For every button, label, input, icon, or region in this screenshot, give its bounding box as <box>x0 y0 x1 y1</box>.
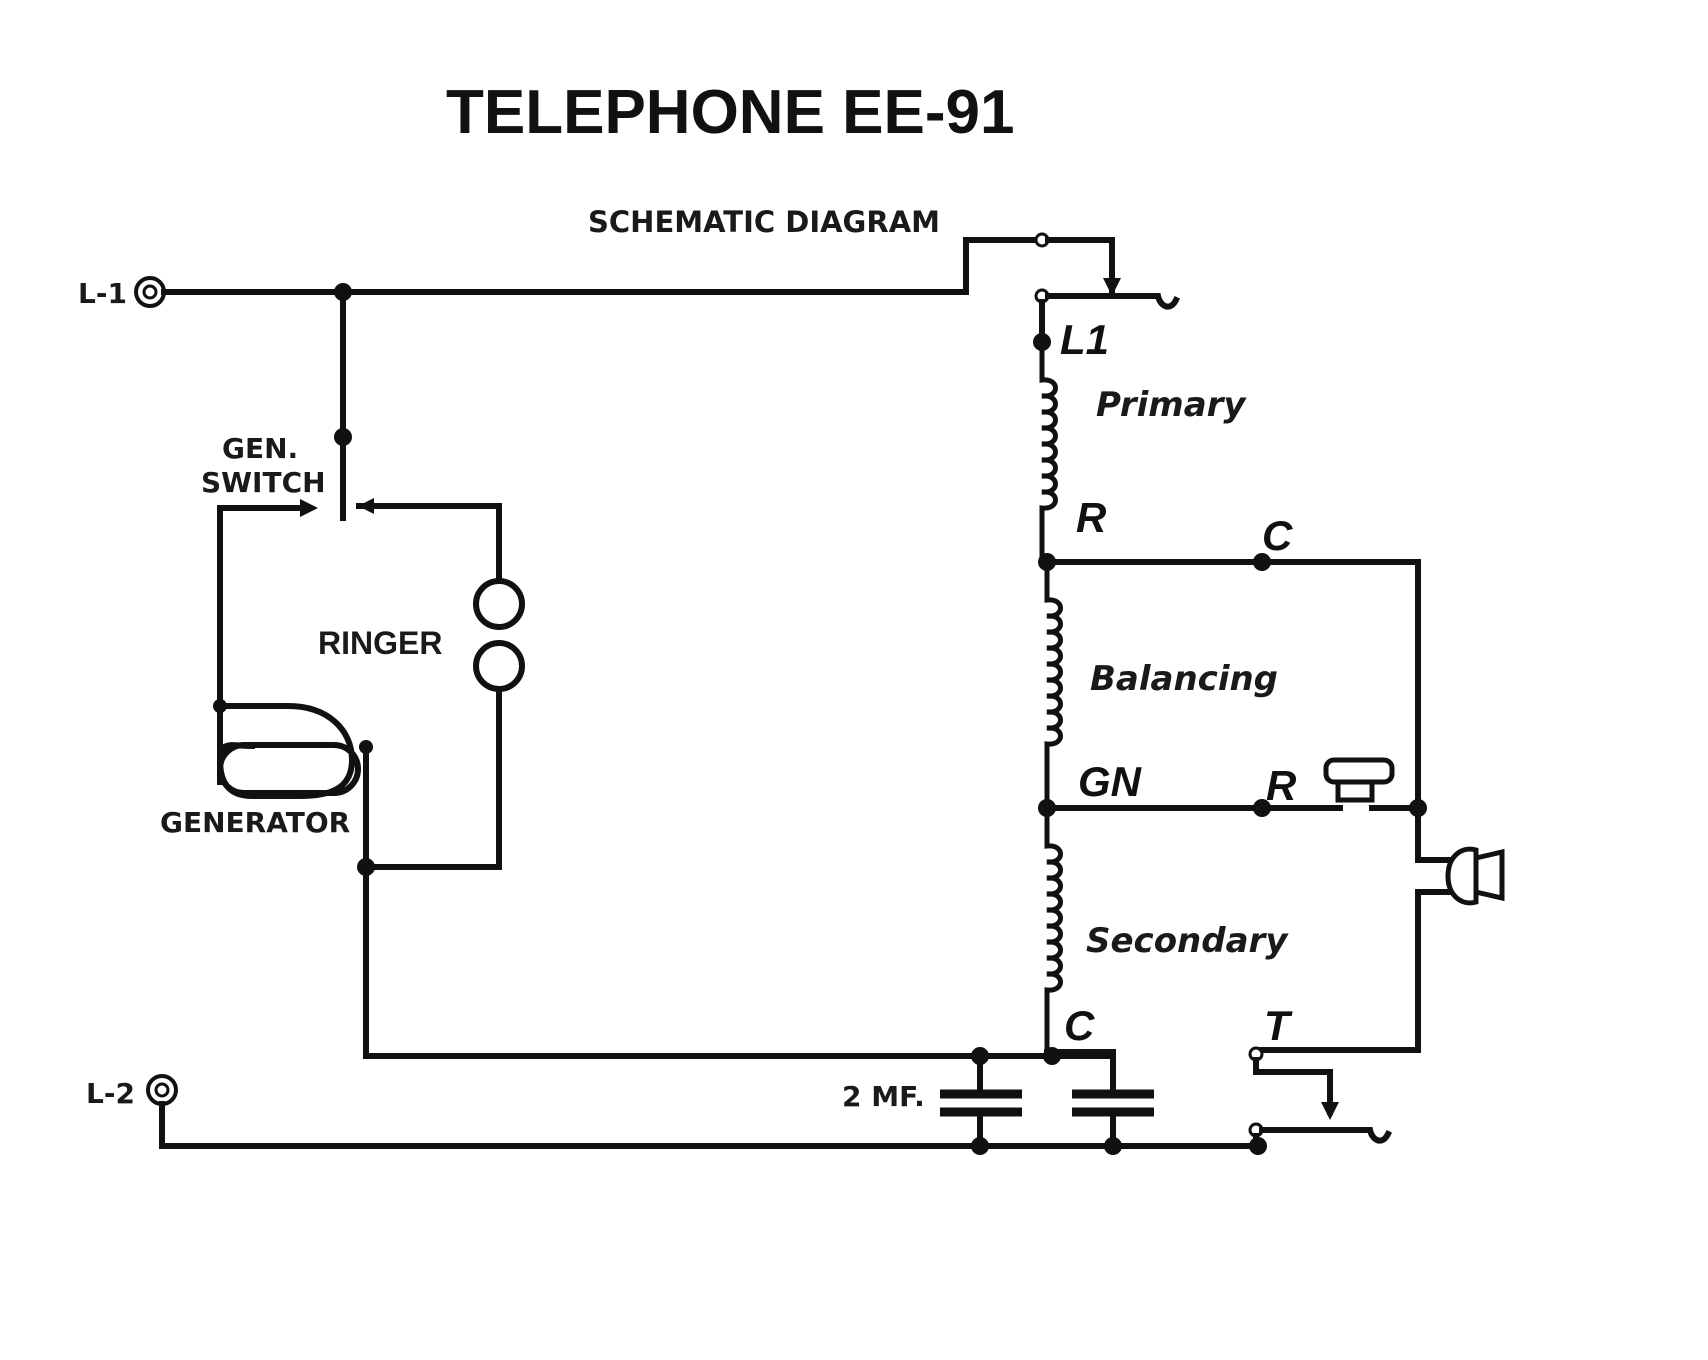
junction-dots <box>213 283 1427 1155</box>
secondary-label: Secondary <box>1086 921 1289 961</box>
receiver <box>1323 757 1421 811</box>
coil-tap-c-bottom: C <box>1064 1002 1095 1049</box>
terminal-t: T <box>1264 1002 1293 1049</box>
wire-line1-top <box>161 237 1038 295</box>
line1-label: L-1 <box>78 277 127 310</box>
diagram-subtitle: SCHEMATIC DIAGRAM <box>588 205 940 239</box>
generator-label: GENERATOR <box>160 806 350 839</box>
coil-tap-r: R <box>1076 494 1107 541</box>
capacitor-label: 2 MF. <box>842 1080 925 1113</box>
balancing-label: Balancing <box>1090 659 1278 699</box>
generator-switch <box>217 498 502 785</box>
line-terminal-L1 <box>134 276 166 308</box>
capacitor-left <box>940 1053 1022 1149</box>
ringer-label: RINGER <box>318 625 442 661</box>
balancing-winding <box>1044 562 1063 808</box>
capacitor-right <box>1044 1049 1154 1149</box>
gen-switch-label-2: SWITCH <box>201 466 326 499</box>
diagram-title: TELEPHONE EE-91 <box>446 78 1014 147</box>
wire-tap-r-to-c <box>1044 559 1421 811</box>
generator <box>216 703 369 1059</box>
transmitter <box>1445 846 1505 906</box>
ringer <box>363 578 525 870</box>
wire-transmitter <box>1259 805 1451 1053</box>
coil-tap-l1: L1 <box>1060 316 1109 363</box>
primary-winding <box>1039 342 1058 562</box>
terminal-r-receiver: R <box>1266 762 1297 809</box>
gen-switch-label-1: GEN. <box>222 432 298 465</box>
terminal-c-top: C <box>1262 512 1293 559</box>
primary-label: Primary <box>1096 385 1247 425</box>
secondary-winding <box>1044 808 1063 1052</box>
hook-switch-lower <box>1248 1046 1393 1149</box>
induction-coil <box>1039 342 1063 1052</box>
coil-tap-gn: GN <box>1078 758 1143 805</box>
line-terminal-L2 <box>146 1074 178 1106</box>
line2-label: L-2 <box>86 1077 135 1110</box>
wire-line2-bottom <box>159 1101 1261 1149</box>
